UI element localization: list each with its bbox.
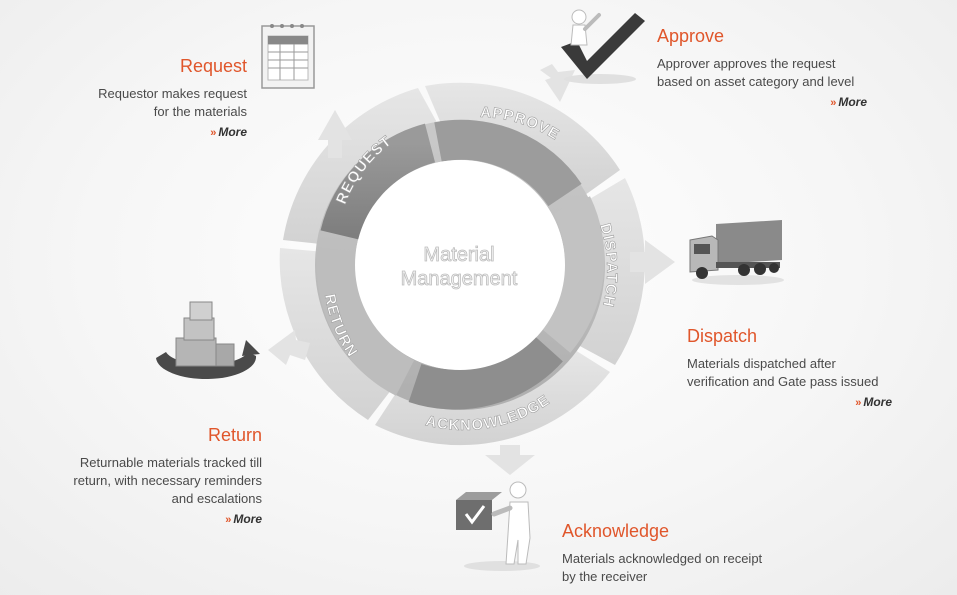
truck-icon	[689, 220, 784, 285]
approve-more-link[interactable]: »More	[830, 95, 867, 109]
person-box-icon	[456, 481, 540, 571]
request-description: Requestor makes request for the material…	[98, 86, 247, 119]
request-more-link[interactable]: »More	[210, 125, 247, 139]
arrow-to-return	[268, 330, 310, 365]
checkmark-figure-icon	[561, 9, 645, 84]
return-title: Return	[207, 425, 262, 445]
inner-ring	[315, 119, 605, 410]
return-more-link[interactable]: »More	[225, 512, 262, 526]
inner-ring-return	[316, 247, 415, 396]
dispatch-title: Dispatch	[687, 326, 758, 346]
acknowledge-description: Materials acknowledged on receipt by the…	[562, 551, 763, 584]
approve-description: Approver approves the request based on a…	[657, 56, 855, 89]
request-title: Request	[179, 56, 247, 76]
arrow-to-request	[318, 110, 352, 158]
chevron-right-icon: »	[855, 397, 861, 409]
acknowledge-block: Acknowledge Materials acknowledged on re…	[562, 521, 822, 586]
request-block: Request Requestor makes request for the …	[62, 56, 247, 141]
center-title-line2: Management	[401, 268, 518, 290]
inner-ring-dispatch	[539, 196, 605, 353]
arrow-to-approve	[540, 64, 575, 102]
dispatch-block: Dispatch Materials dispatched after veri…	[687, 326, 937, 411]
inner-ring-hole	[355, 160, 565, 370]
center-title-line1: Material	[423, 244, 494, 266]
boxes-return-icon	[156, 301, 260, 380]
inner-ring-approve	[434, 119, 582, 207]
chevron-right-icon: »	[210, 127, 216, 139]
chevron-right-icon: »	[830, 97, 836, 109]
return-block: Return Returnable materials tracked till…	[40, 425, 262, 528]
approve-title: Approve	[657, 26, 725, 46]
chevron-right-icon: »	[225, 514, 231, 526]
inner-ring-acknowledge	[408, 334, 563, 410]
dispatch-more-link[interactable]: »More	[855, 395, 892, 409]
acknowledge-title: Acknowledge	[562, 521, 670, 541]
approve-block: Approve Approver approves the request ba…	[657, 26, 917, 111]
arrow-to-acknowledge	[485, 445, 535, 475]
arrow-to-dispatch	[630, 240, 675, 284]
inner-ring-request	[320, 123, 436, 241]
flow-arrows	[268, 64, 675, 475]
dispatch-description: Materials dispatched after verification …	[687, 356, 879, 389]
return-description: Returnable materials tracked till return…	[73, 455, 262, 506]
spreadsheet-icon	[261, 24, 315, 89]
